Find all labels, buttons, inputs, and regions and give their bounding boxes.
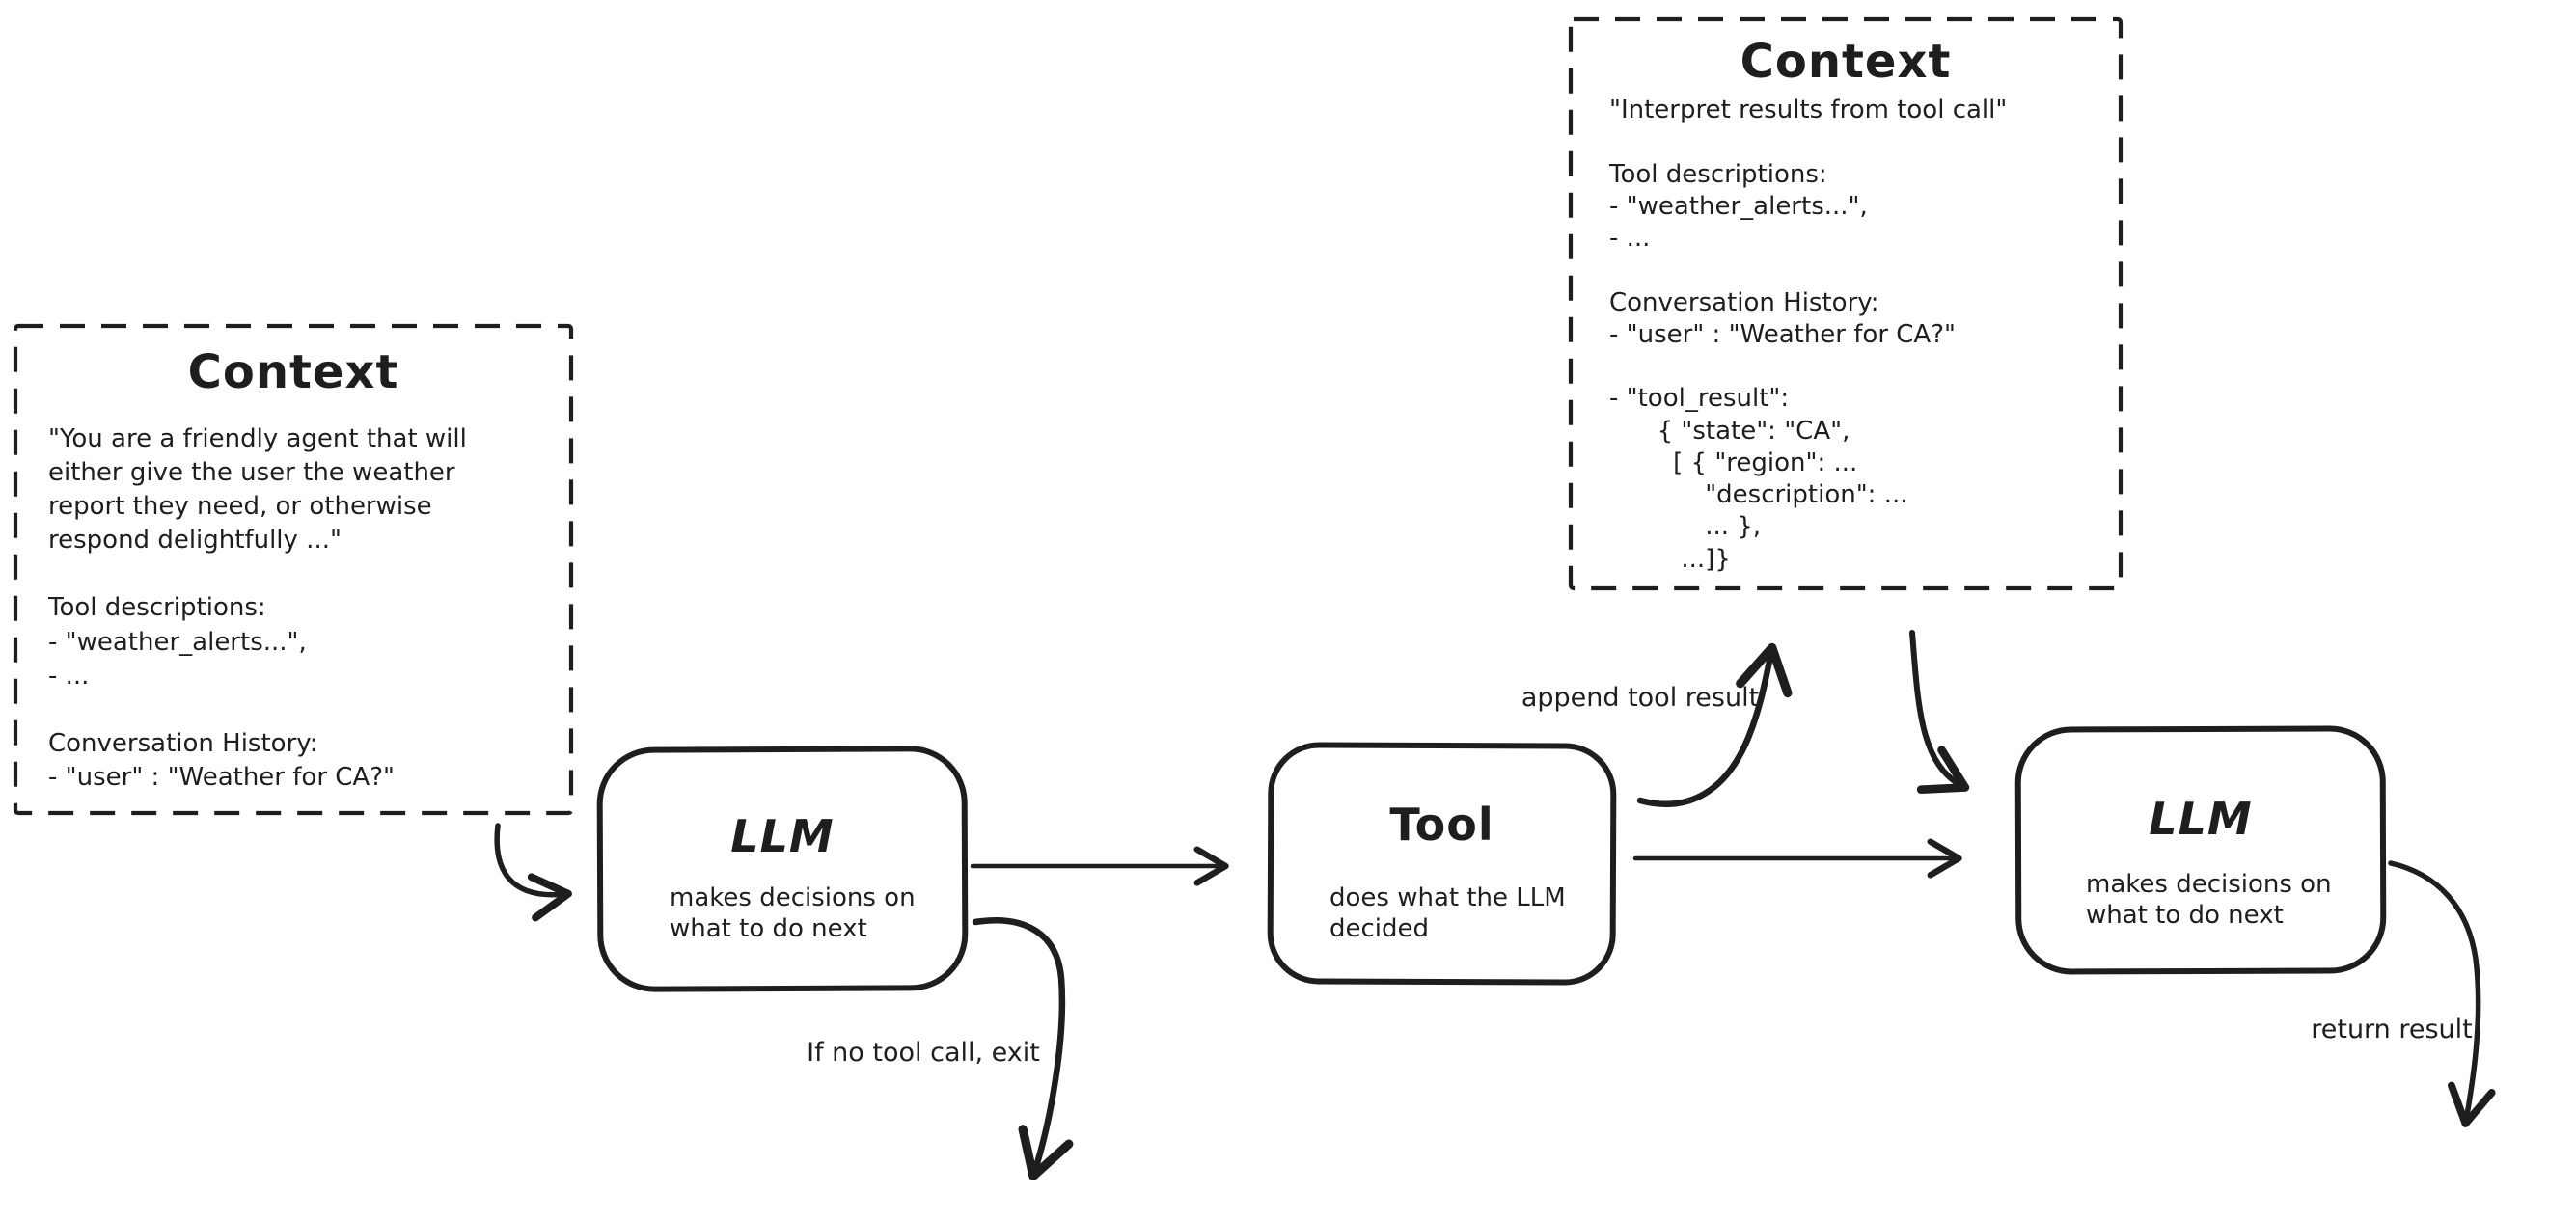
arrow-context-left-to-llm1 (494, 823, 572, 922)
arrow-llm1-exit (972, 917, 1074, 1181)
arrow-tool-to-context-right (1636, 642, 1793, 807)
context-left-title: Context (187, 345, 399, 399)
llm1-node-description: makes decisions on what to do next (670, 883, 916, 943)
arrow-context-right-to-llm2 (1909, 630, 1970, 794)
llm1-node-title: LLM (730, 810, 835, 862)
context-right-title: Context (1740, 35, 1952, 89)
arrow-llm2-return (2388, 860, 2496, 1127)
context-left-body: "You are a friendly agent that will eith… (48, 424, 467, 792)
llm1-node-box (596, 746, 969, 992)
return-result-label: return result (2311, 1015, 2473, 1045)
context-left-box (13, 323, 574, 816)
append-tool-result-label: append tool result (1521, 683, 1760, 713)
tool-node-description: does what the LLM decided (1329, 883, 1566, 943)
tool-node-title: Tool (1389, 799, 1494, 851)
llm2-node-box (2014, 725, 2387, 975)
context-right-body: "Interpret results from tool call" Tool … (1609, 95, 2008, 574)
tool-node-box (1267, 742, 1617, 986)
llm2-node-title: LLM (2149, 793, 2253, 845)
no-tool-call-exit-label: If no tool call, exit (807, 1038, 1040, 1068)
llm2-node-description: makes decisions on what to do next (2086, 870, 2332, 930)
context-right-box (1568, 16, 2124, 591)
